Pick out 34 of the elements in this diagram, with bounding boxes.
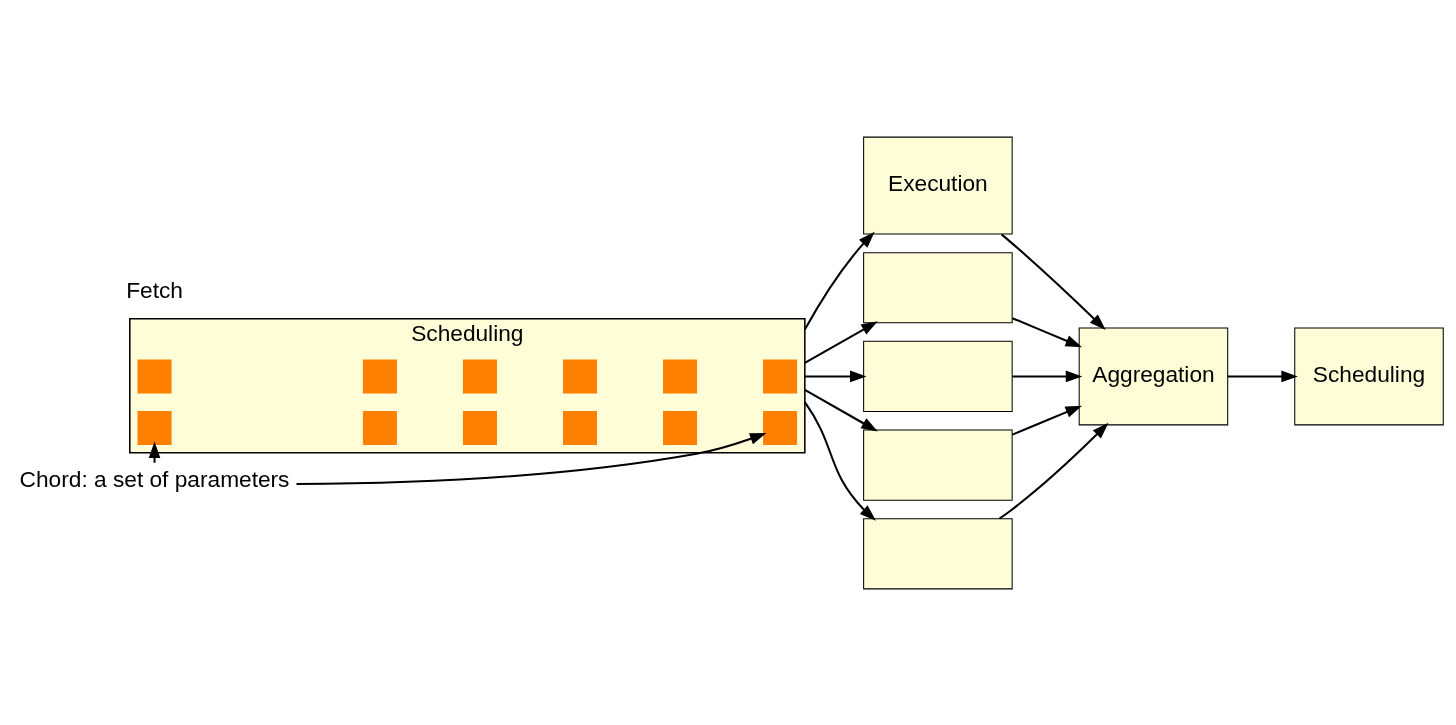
node-box	[562, 410, 597, 445]
node-box	[863, 340, 1013, 412]
arrow	[1012, 370, 1083, 382]
node-box: Aggregation	[1078, 326, 1229, 425]
node-box	[863, 517, 1013, 589]
arrow	[804, 388, 878, 431]
node-box	[562, 358, 597, 393]
arrow	[998, 422, 1109, 519]
node-box	[137, 358, 172, 393]
node-box	[663, 410, 698, 445]
node-box	[462, 410, 497, 445]
node-box: Scheduling	[1294, 326, 1444, 425]
node-box	[137, 410, 172, 445]
node-box	[863, 251, 1013, 323]
node-text: Chord: a set of parameters	[19, 465, 290, 492]
node-box	[362, 358, 397, 393]
node-box	[462, 358, 497, 393]
node-box	[863, 429, 1013, 501]
node-box	[763, 410, 798, 445]
arrow	[804, 370, 867, 382]
node-box	[663, 358, 698, 393]
arrow	[1227, 370, 1298, 382]
arrow	[1012, 405, 1083, 436]
arrow	[803, 231, 875, 330]
node-box	[763, 358, 798, 393]
arrow	[1012, 316, 1083, 347]
node-box: Execution	[863, 136, 1013, 235]
label: Fetch	[126, 276, 183, 303]
arrow	[804, 401, 876, 521]
node-box	[362, 410, 397, 445]
cluster: Scheduling	[129, 317, 806, 453]
arrow	[1000, 233, 1106, 330]
arrow	[804, 320, 878, 364]
arrow	[296, 432, 767, 485]
